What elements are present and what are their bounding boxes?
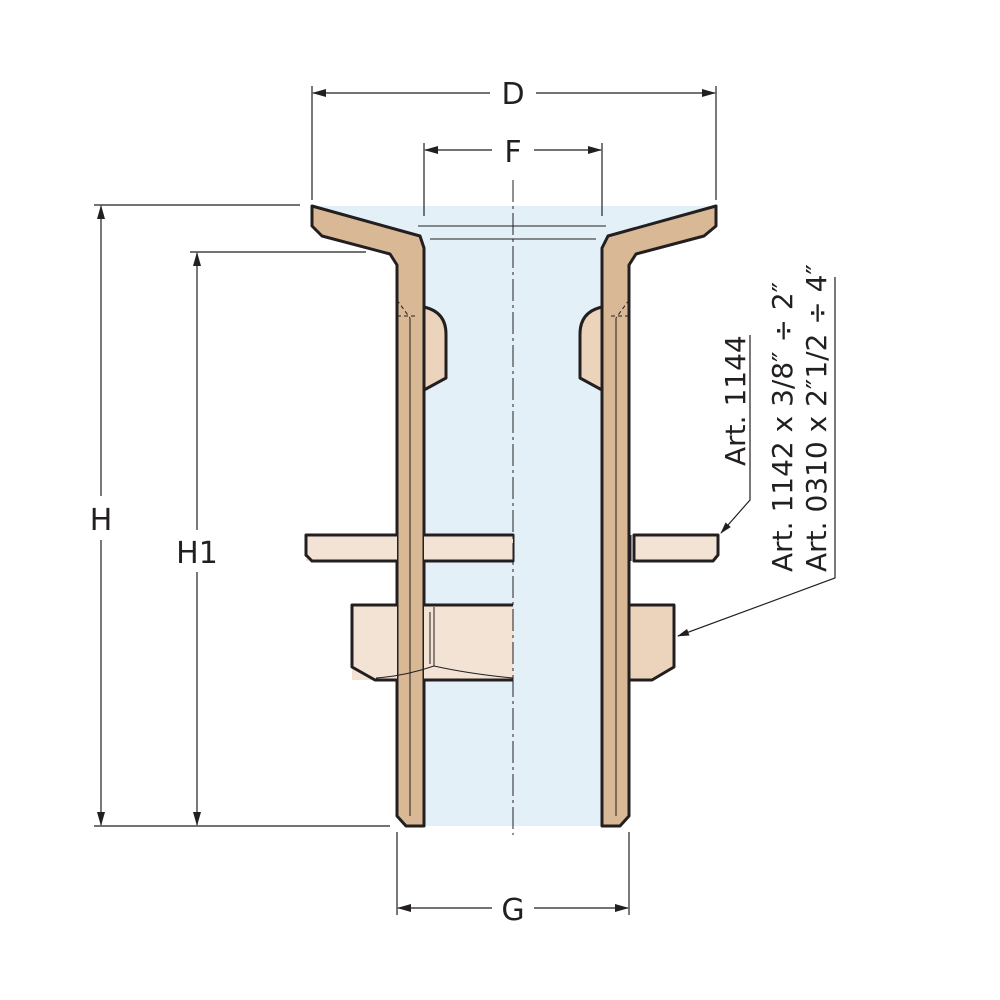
dimension-h: H	[90, 204, 390, 827]
dimension-h1: H1	[176, 251, 366, 826]
inner-boss-right	[578, 305, 604, 392]
thread-hidden-right	[610, 299, 630, 319]
dimension-label-h: H	[90, 503, 113, 538]
body-right-wall	[600, 204, 718, 828]
dimension-g: G	[396, 832, 630, 928]
body-left-wall	[310, 204, 426, 828]
callout-label-nut-line-2: Art. 0310 x 2″1/2 ÷ 4″	[800, 264, 833, 572]
dimension-label-g: G	[501, 893, 524, 928]
dimension-d: D	[311, 77, 717, 200]
thread-hidden-left	[396, 299, 416, 319]
callout-label-nut-line-1: Art. 1142 x 3/8″ ÷ 2″	[766, 282, 799, 572]
nut-chamfer-curve	[375, 665, 514, 679]
dimension-f: F	[423, 135, 603, 216]
callout-label-washer: Art. 1144	[719, 335, 752, 466]
dimension-label-h1: H1	[176, 536, 218, 571]
dimension-label-d: D	[501, 77, 524, 112]
callout-washer: Art. 1144	[719, 335, 752, 534]
lock-nut	[350, 603, 676, 682]
callout-lock-nut: Art. 1142 x 3/8″ ÷ 2″ Art. 0310 x 2″1/2 …	[677, 264, 836, 637]
dimension-label-f: F	[504, 135, 521, 170]
inner-boss-left	[422, 305, 448, 392]
bore	[312, 206, 716, 826]
washer	[304, 533, 720, 563]
